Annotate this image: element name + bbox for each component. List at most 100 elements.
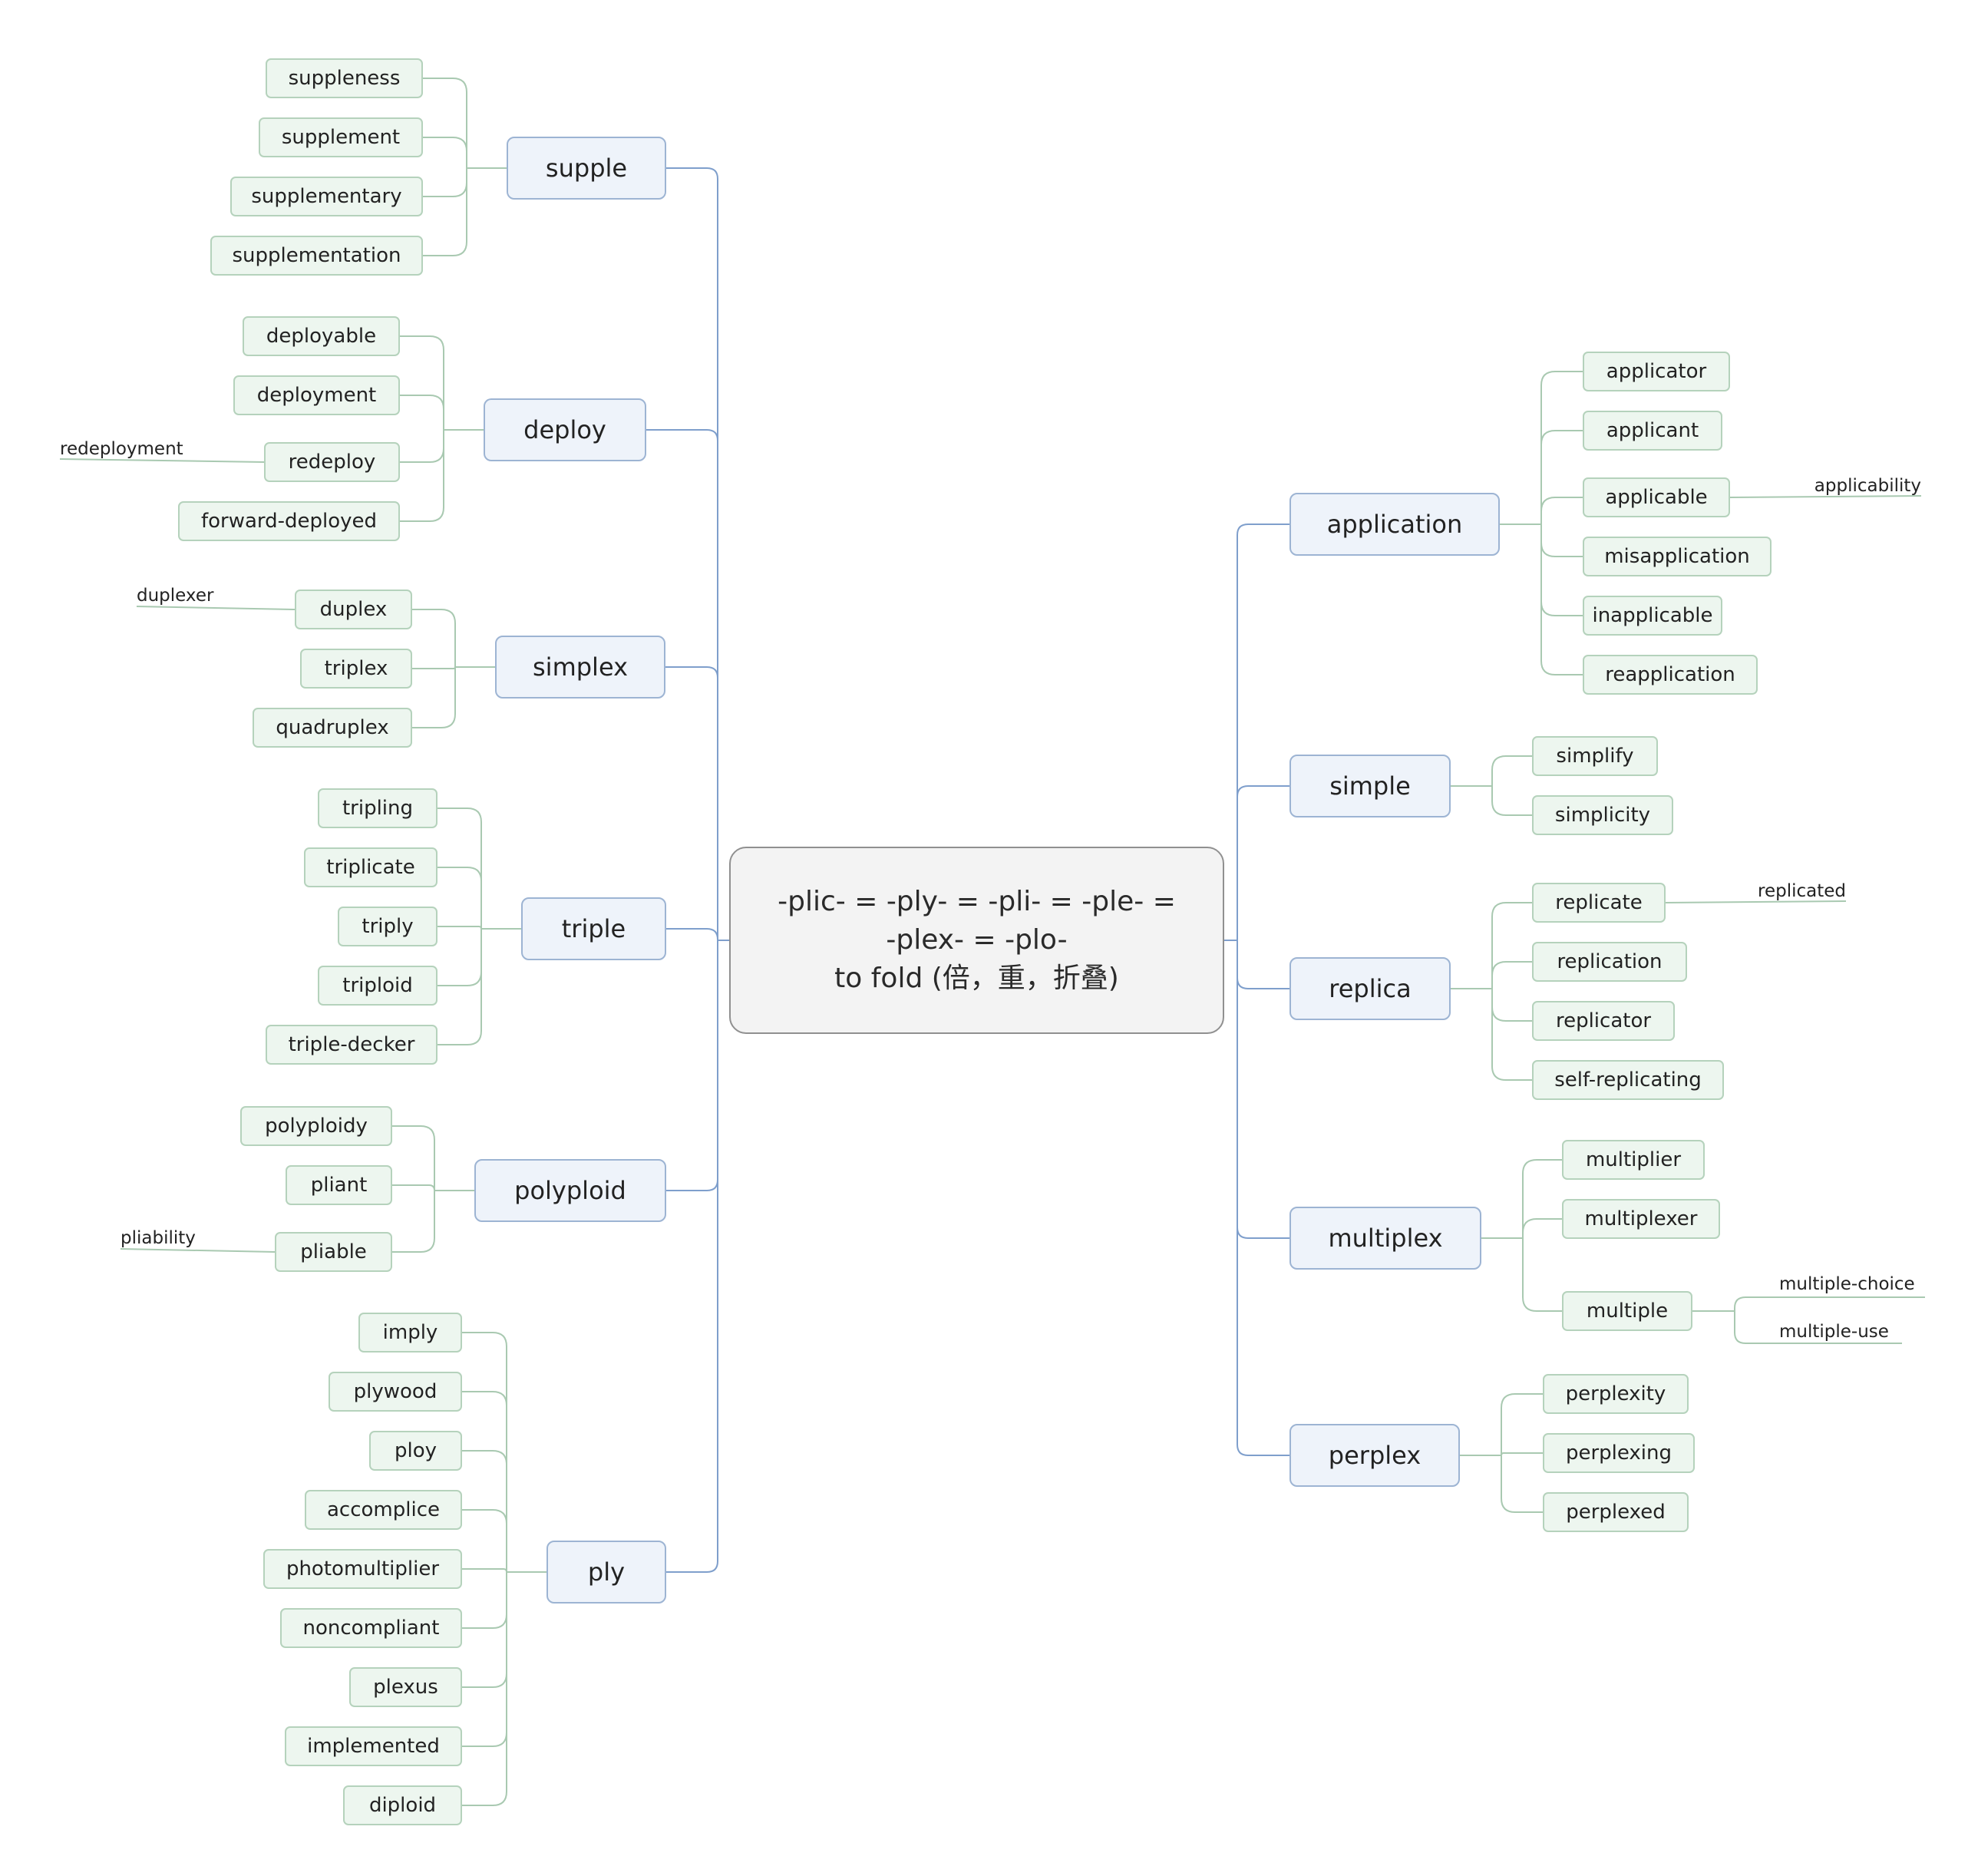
subtopic-perplexed[interactable]: perplexed bbox=[1543, 1492, 1689, 1532]
connector-line bbox=[462, 1332, 546, 1573]
subtopic-duplex[interactable]: duplex bbox=[295, 590, 412, 629]
connector-line bbox=[1481, 1159, 1562, 1239]
connector-line bbox=[1451, 785, 1532, 816]
connector-line bbox=[423, 78, 507, 169]
connector-line bbox=[412, 666, 495, 728]
connector-line bbox=[665, 666, 718, 940]
connector-line bbox=[1451, 755, 1532, 787]
topic-application[interactable]: application bbox=[1289, 493, 1500, 556]
subtopic-applicant[interactable]: applicant bbox=[1583, 411, 1722, 451]
detail-pliability[interactable]: pliability bbox=[121, 1228, 196, 1248]
subtopic-misapplication[interactable]: misapplication bbox=[1583, 537, 1772, 576]
connector-line bbox=[1481, 1218, 1562, 1239]
subtopic-multiple[interactable]: multiple bbox=[1562, 1291, 1692, 1331]
topic-triple[interactable]: triple bbox=[521, 897, 666, 960]
subtopic-supplementation[interactable]: supplementation bbox=[210, 236, 423, 276]
topic-replica[interactable]: replica bbox=[1289, 957, 1451, 1020]
connector-line bbox=[392, 1184, 474, 1191]
connector-line bbox=[438, 867, 521, 930]
subtopic-perplexing[interactable]: perplexing bbox=[1543, 1433, 1695, 1473]
subtopic-triple-decker[interactable]: triple-decker bbox=[266, 1025, 438, 1065]
subtopic-diploid[interactable]: diploid bbox=[343, 1785, 462, 1825]
detail-replicated[interactable]: replicated bbox=[1758, 881, 1846, 901]
topic-deploy[interactable]: deploy bbox=[484, 398, 646, 461]
connector-line bbox=[462, 1391, 546, 1573]
detail-multiple-choice[interactable]: multiple-choice bbox=[1779, 1274, 1915, 1294]
subtopic-accomplice[interactable]: accomplice bbox=[305, 1490, 462, 1530]
subtopic-simplify[interactable]: simplify bbox=[1532, 736, 1658, 776]
subtopic-plexus[interactable]: plexus bbox=[349, 1667, 462, 1707]
topic-polyploid[interactable]: polyploid bbox=[474, 1159, 666, 1222]
subtopic-replication[interactable]: replication bbox=[1532, 942, 1687, 982]
connector-line bbox=[666, 940, 718, 1573]
subtopic-simplicity[interactable]: simplicity bbox=[1532, 795, 1673, 835]
detail-applicability[interactable]: applicability bbox=[1814, 476, 1921, 496]
subtopic-multiplier[interactable]: multiplier bbox=[1562, 1140, 1705, 1180]
subtopic-deployable[interactable]: deployable bbox=[243, 316, 400, 356]
subtopic-photomultiplier[interactable]: photomultiplier bbox=[263, 1549, 462, 1589]
subtopic-replicate[interactable]: replicate bbox=[1532, 883, 1666, 923]
subtopic-noncompliant[interactable]: noncompliant bbox=[280, 1608, 462, 1648]
connector-line bbox=[1460, 1393, 1543, 1456]
subtopic-triplicate[interactable]: triplicate bbox=[304, 847, 438, 887]
subtopic-inapplicable[interactable]: inapplicable bbox=[1583, 596, 1722, 636]
subtopic-supplement[interactable]: supplement bbox=[259, 117, 423, 157]
subtopic-polyploidy[interactable]: polyploidy bbox=[240, 1106, 392, 1146]
connector-line bbox=[1500, 523, 1583, 675]
subtopic-pliant[interactable]: pliant bbox=[286, 1165, 392, 1205]
subtopic-triplex[interactable]: triplex bbox=[300, 649, 412, 689]
subtopic-imply[interactable]: imply bbox=[358, 1313, 462, 1353]
connector-line bbox=[646, 429, 718, 940]
subtopic-suppleness[interactable]: suppleness bbox=[266, 58, 423, 98]
connector-line bbox=[1451, 961, 1532, 989]
topic-multiplex[interactable]: multiplex bbox=[1289, 1207, 1481, 1270]
connector-line bbox=[462, 1571, 546, 1806]
subtopic-plywood[interactable]: plywood bbox=[329, 1372, 462, 1412]
connector-line bbox=[1451, 902, 1532, 989]
subtopic-supplementary[interactable]: supplementary bbox=[230, 177, 423, 216]
topic-supple[interactable]: supple bbox=[507, 137, 666, 200]
connector-line bbox=[438, 928, 521, 986]
subtopic-forward-deployed[interactable]: forward-deployed bbox=[178, 501, 400, 541]
subtopic-replicator[interactable]: replicator bbox=[1532, 1001, 1675, 1041]
detail-multiple-use[interactable]: multiple-use bbox=[1779, 1322, 1889, 1342]
subtopic-ploy[interactable]: ploy bbox=[369, 1431, 462, 1471]
subtopic-quadruplex[interactable]: quadruplex bbox=[253, 708, 412, 748]
subtopic-perplexity[interactable]: perplexity bbox=[1543, 1374, 1689, 1414]
subtopic-applicable[interactable]: applicable bbox=[1583, 477, 1730, 517]
root-line-1: -plic- = -ply- = -pli- = -ple- = bbox=[778, 886, 1176, 917]
connector-line bbox=[400, 335, 484, 431]
connector-line bbox=[1692, 1296, 1925, 1312]
subtopic-reapplication[interactable]: reapplication bbox=[1583, 655, 1758, 695]
connector-line bbox=[462, 1450, 546, 1573]
subtopic-pliable[interactable]: pliable bbox=[275, 1232, 392, 1272]
subtopic-applicator[interactable]: applicator bbox=[1583, 352, 1730, 391]
subtopic-deployment[interactable]: deployment bbox=[233, 375, 400, 415]
detail-duplexer[interactable]: duplexer bbox=[137, 586, 214, 606]
connector-line bbox=[1237, 940, 1289, 1456]
root-node[interactable]: -plic- = -ply- = -pli- = -ple- = -plex- … bbox=[729, 847, 1224, 1034]
subtopic-triploid[interactable]: triploid bbox=[318, 966, 438, 1006]
topic-simple[interactable]: simple bbox=[1289, 755, 1451, 817]
connector-line bbox=[392, 1125, 474, 1191]
connector-line bbox=[1451, 988, 1532, 1081]
topic-perplex[interactable]: perplex bbox=[1289, 1424, 1460, 1487]
subtopic-tripling[interactable]: tripling bbox=[318, 788, 438, 828]
connector-line bbox=[462, 1571, 546, 1688]
connector-line bbox=[1237, 940, 1289, 989]
topic-ply[interactable]: ply bbox=[546, 1541, 666, 1604]
subtopic-triply[interactable]: triply bbox=[338, 907, 438, 946]
connector-line bbox=[438, 928, 521, 1045]
connector-line bbox=[1734, 1311, 1902, 1344]
connector-line bbox=[462, 1509, 546, 1573]
root-line-2: -plex- = -plo- bbox=[886, 924, 1068, 956]
subtopic-redeploy[interactable]: redeploy bbox=[264, 442, 400, 482]
connector-line bbox=[438, 808, 521, 930]
subtopic-multiplexer[interactable]: multiplexer bbox=[1562, 1199, 1720, 1239]
detail-redeployment[interactable]: redeployment bbox=[60, 439, 183, 459]
connector-line bbox=[423, 167, 507, 256]
subtopic-self-replicating[interactable]: self-replicating bbox=[1532, 1060, 1724, 1100]
topic-simplex[interactable]: simplex bbox=[495, 636, 665, 699]
subtopic-implemented[interactable]: implemented bbox=[285, 1726, 462, 1766]
